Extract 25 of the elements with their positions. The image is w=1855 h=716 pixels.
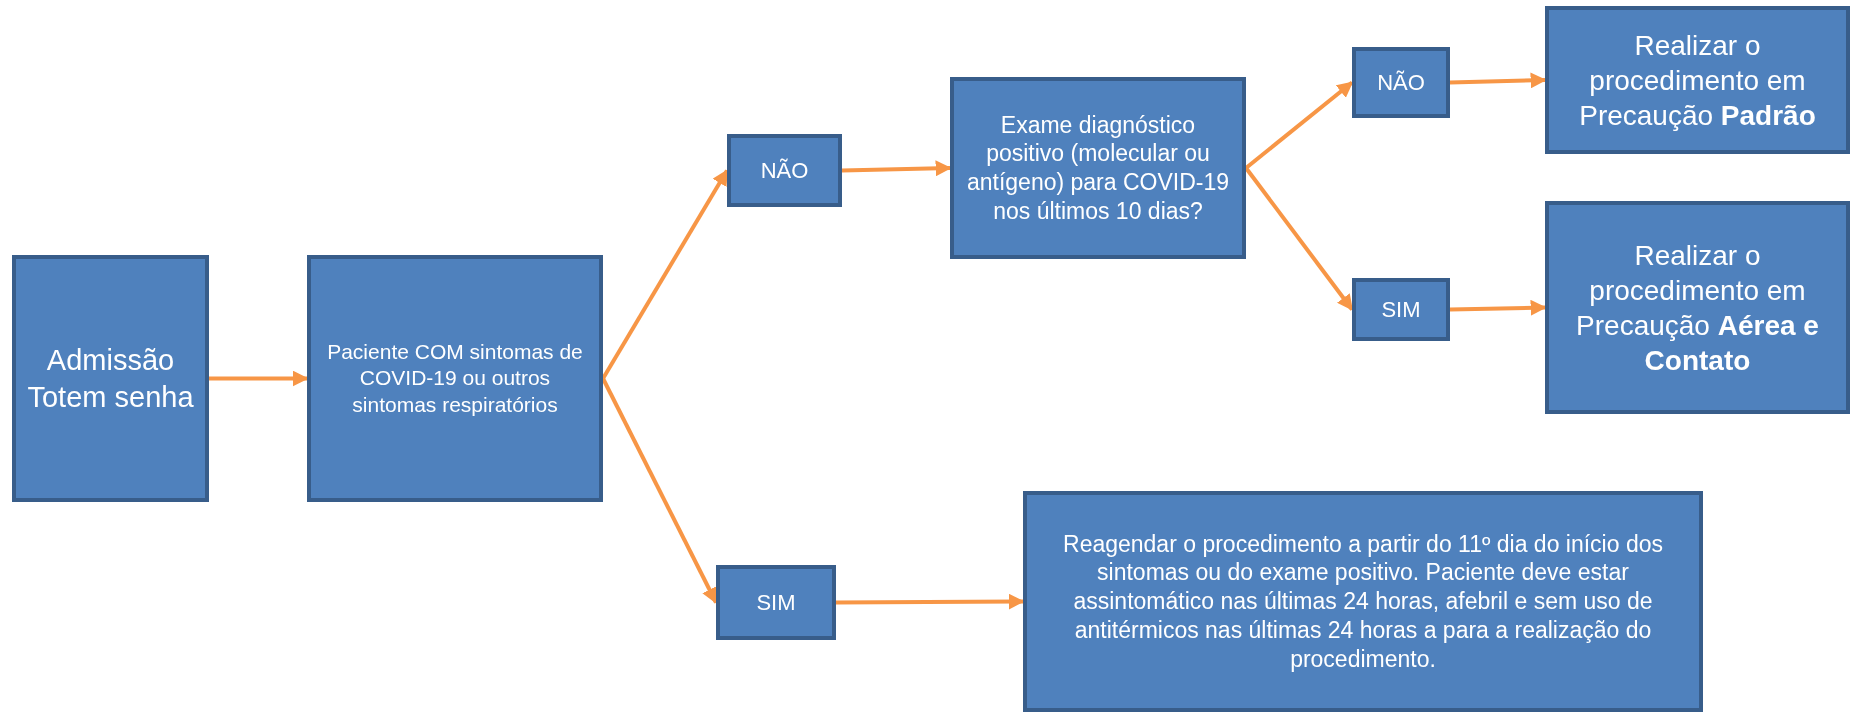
arrow [1449, 299, 1547, 316]
process-box [1545, 201, 1850, 414]
process-box [1545, 6, 1850, 154]
arrow [836, 593, 1025, 610]
process-box [716, 565, 836, 640]
process-box [1352, 278, 1450, 341]
box-text: SIM [756, 588, 796, 617]
process-box [1352, 47, 1450, 118]
process-box [1023, 491, 1703, 712]
box-text: Reagendar o procedimento a partir do 11º dia do início dos sintomas ou do exame positivo. Paciente deve estar assintomático nas últimas 24 horas, afebril e sem uso de antitérmicos nas últimas 24 horas a para a realização do procedimento. [1062, 529, 1664, 674]
process-box [727, 134, 842, 207]
process-box [307, 255, 603, 502]
box-text: Paciente COM sintomas de COVID-19 ou outros sintomas respiratórios [326, 339, 584, 418]
box-text: NÃO [1377, 68, 1425, 97]
box-text: Admissão Totem senha [26, 343, 195, 415]
box-text: Realizar o procedimento em Precaução Aérea e Contato [1575, 238, 1820, 378]
arrow [841, 160, 952, 177]
process-box [950, 77, 1246, 259]
box-text: NÃO [760, 156, 809, 185]
box-text: SIM [1381, 295, 1421, 324]
process-box [12, 255, 209, 502]
arrow [1449, 72, 1547, 89]
box-text: Realizar o procedimento em Precaução Padrão [1578, 28, 1817, 133]
arrow [209, 370, 309, 387]
box-text: Exame diagnóstico positivo (molecular ou antígeno) para COVID-19 nos últimos 10 dias? [965, 110, 1231, 226]
